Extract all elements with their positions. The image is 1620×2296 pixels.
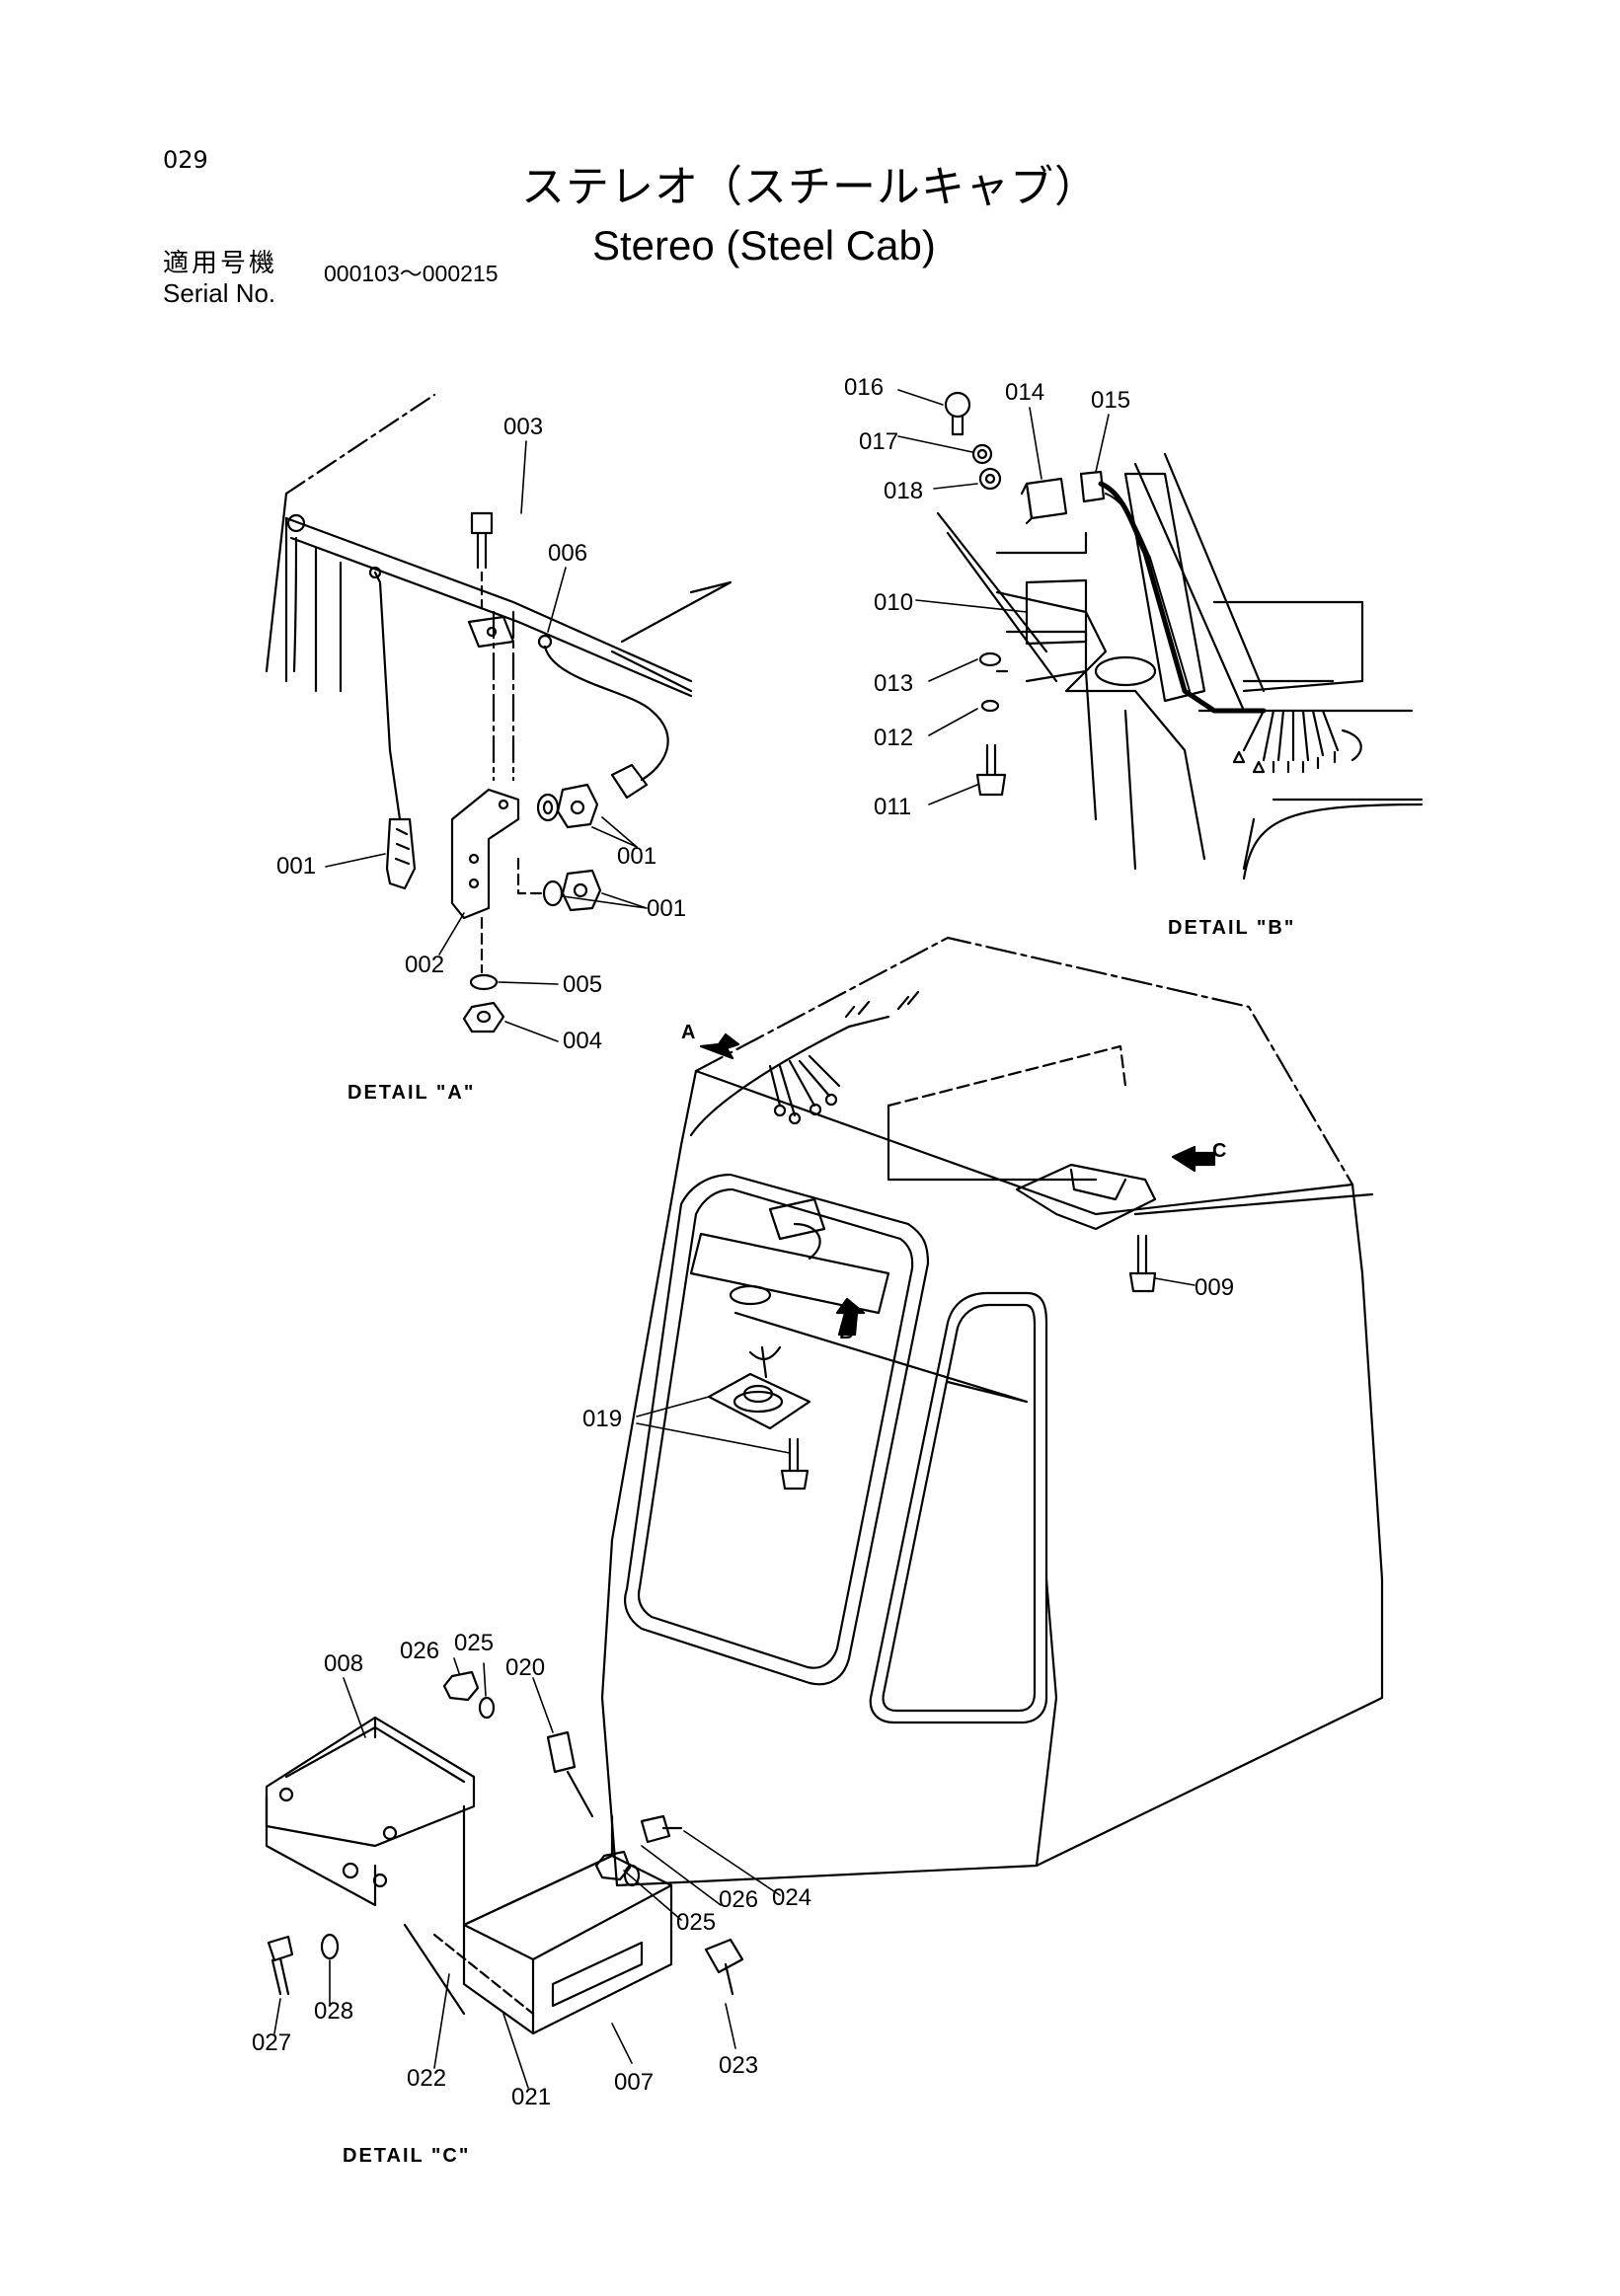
callout-001: 001	[276, 853, 316, 880]
serial-label-english: Serial No.	[163, 278, 276, 308]
detail-b-drawing	[897, 389, 1424, 880]
callout-002: 002	[405, 952, 444, 978]
callout-021: 021	[511, 2084, 551, 2110]
page-title-japanese: ステレオ（スチールキャブ）	[521, 162, 1099, 212]
callout-010: 010	[874, 589, 913, 616]
callout-020: 020	[505, 1654, 545, 1681]
callout-014: 014	[1005, 379, 1044, 406]
callout-001: 001	[617, 843, 656, 870]
serial-range: 000103～000215	[324, 261, 499, 286]
serial-label-japanese: 適用号機	[163, 249, 278, 278]
callout-006: 006	[548, 540, 587, 567]
callout-028: 028	[314, 1998, 353, 2025]
callout-008: 008	[324, 1650, 363, 1677]
cab-main-drawing	[600, 936, 1384, 1887]
callout-007: 007	[614, 2069, 654, 2096]
detail-c-label: DETAIL "C"	[343, 2145, 470, 2167]
callout-026: 026	[719, 1886, 758, 1913]
page-number: 029	[163, 146, 208, 174]
callout-019: 019	[582, 1406, 622, 1432]
callout-003: 003	[503, 414, 543, 440]
callout-015: 015	[1091, 387, 1130, 414]
callout-023: 023	[719, 2052, 758, 2079]
detail-b-label: DETAIL "B"	[1168, 917, 1295, 939]
view-arrow-c-label: C	[1212, 1140, 1226, 1162]
callout-017: 017	[859, 428, 898, 455]
callout-012: 012	[874, 725, 913, 751]
detail-c-drawing	[265, 1657, 781, 2089]
callout-009: 009	[1195, 1274, 1234, 1301]
view-arrow-a-label: A	[681, 1022, 695, 1043]
callout-004: 004	[563, 1028, 602, 1054]
page-title-english: Stereo (Steel Cab)	[592, 222, 936, 268]
callout-001: 001	[647, 895, 686, 922]
callout-022: 022	[407, 2065, 446, 2092]
callout-026: 026	[400, 1638, 439, 1664]
callout-018: 018	[884, 478, 923, 504]
callout-025: 025	[454, 1630, 494, 1656]
callout-024: 024	[772, 1884, 811, 1911]
callout-013: 013	[874, 670, 913, 697]
callout-016: 016	[844, 374, 884, 401]
view-arrow-b-label: B	[839, 1322, 853, 1343]
callout-025: 025	[676, 1909, 716, 1936]
callout-011: 011	[874, 794, 911, 820]
callout-027: 027	[252, 2029, 291, 2056]
detail-a-drawing	[265, 393, 733, 1042]
callout-005: 005	[563, 971, 602, 998]
detail-a-label: DETAIL "A"	[347, 1082, 475, 1104]
